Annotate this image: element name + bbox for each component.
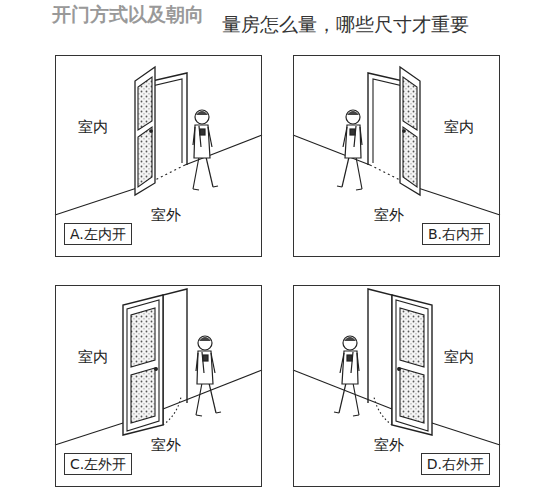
room-label: 室内 <box>444 348 474 366</box>
room-label: 室外 <box>374 206 404 224</box>
room-label: 室内 <box>78 348 108 366</box>
caption-text: C.左外开 <box>70 456 126 472</box>
caption-text: B.右内开 <box>428 226 484 242</box>
caption-text: A.左内开 <box>70 226 126 242</box>
room-label: 室外 <box>151 436 181 454</box>
room-label: 室外 <box>151 206 181 224</box>
caption-box: B.右内开 <box>422 223 490 245</box>
door-panel: 室内室外 C.左外开 <box>55 285 262 487</box>
page-title: 量房怎么量，哪些尺寸才重要 <box>222 12 469 38</box>
door-panel: 室内室外 B.右内开 <box>293 55 500 257</box>
room-label: 室内 <box>78 118 108 136</box>
door-panel: 室内室外 D.右外开 <box>293 285 500 487</box>
room-label: 室外 <box>374 436 404 454</box>
faded-heading: 开门方式以及朝向 <box>52 2 204 28</box>
caption-box: C.左外开 <box>64 453 132 475</box>
caption-text: D.右外开 <box>427 456 484 472</box>
room-label: 室内 <box>444 118 474 136</box>
door-panel: 室内室外 A.左内开 <box>55 55 262 257</box>
caption-box: D.右外开 <box>421 453 490 475</box>
caption-box: A.左内开 <box>64 223 132 245</box>
